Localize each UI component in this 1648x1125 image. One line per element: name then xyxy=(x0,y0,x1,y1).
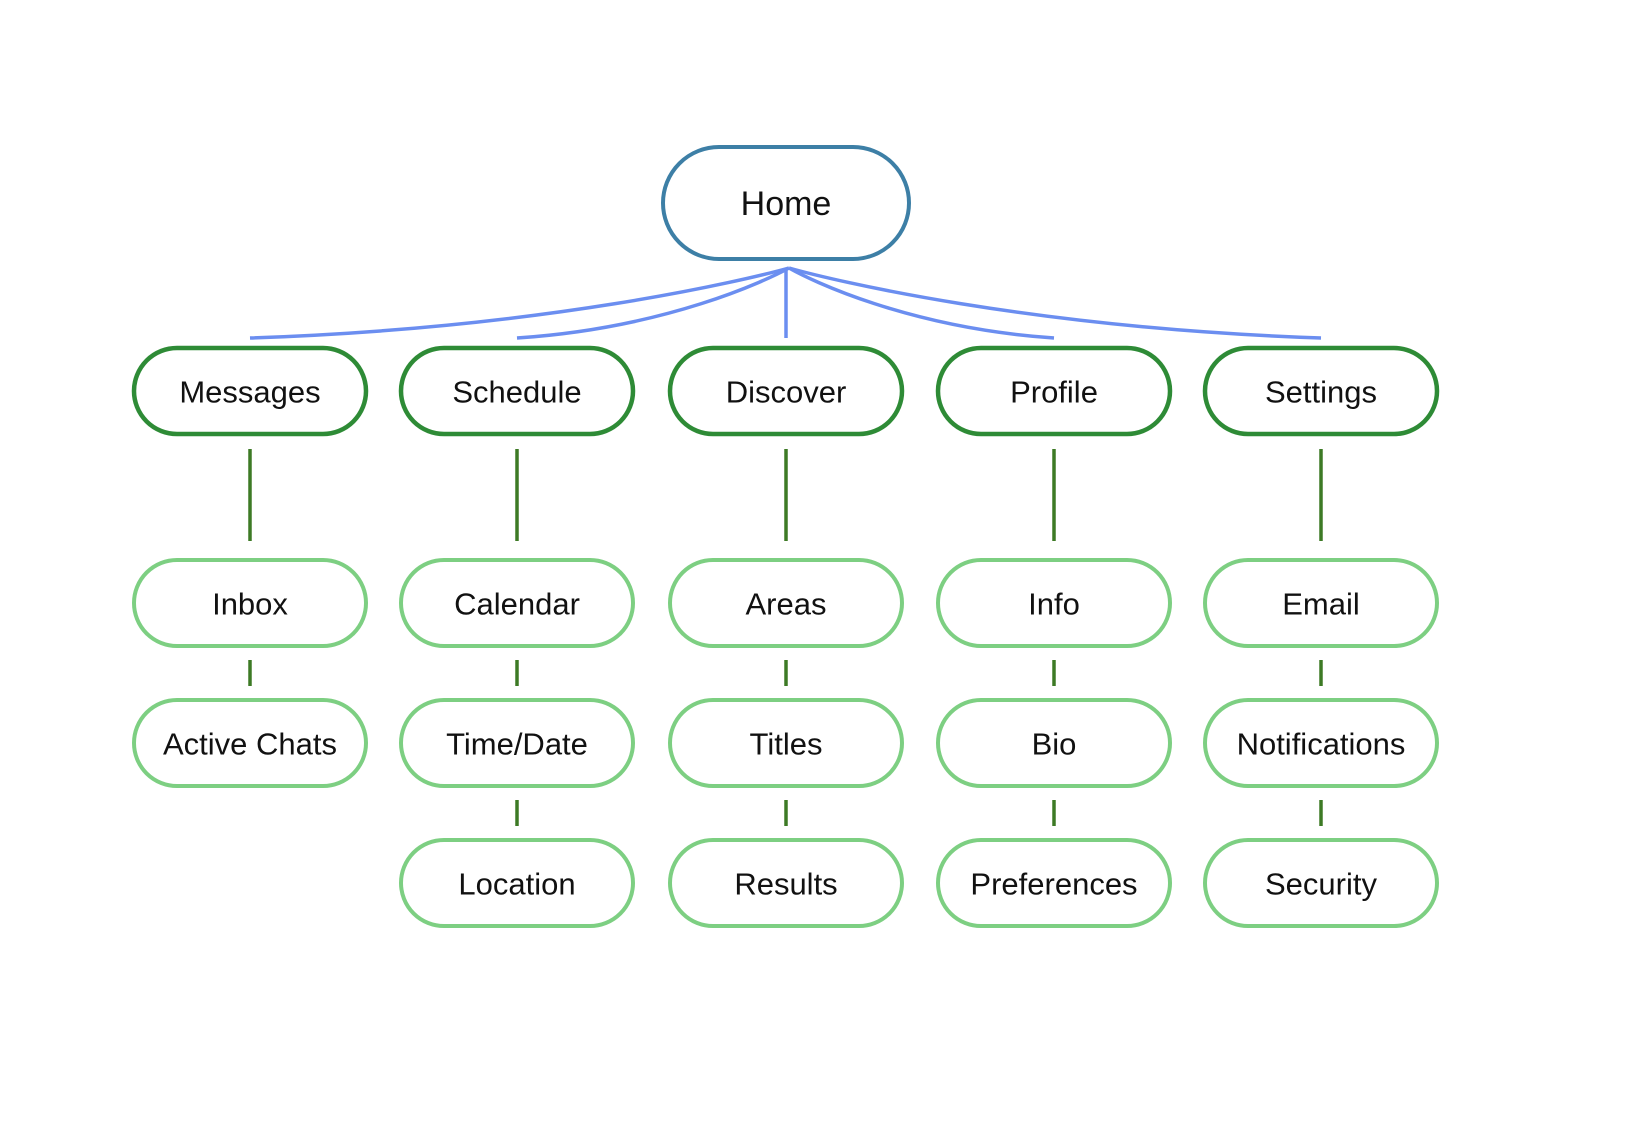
leaf-node-email-label: Email xyxy=(1282,587,1360,622)
section-node-messages: Messages xyxy=(131,345,369,437)
leaf-node-active-chats: Active Chats xyxy=(132,698,368,788)
leaf-node-bio-label: Bio xyxy=(1032,727,1077,762)
leaf-node-titles-label: Titles xyxy=(750,727,823,762)
leaf-node-notifications-label: Notifications xyxy=(1237,727,1406,762)
leaf-node-time-date-label: Time/Date xyxy=(446,727,588,762)
leaf-node-bio: Bio xyxy=(936,698,1172,788)
section-node-schedule-shape xyxy=(398,345,636,437)
section-node-settings: Settings xyxy=(1202,345,1440,437)
connector-home-to-schedule xyxy=(516,266,790,340)
leaf-node-calendar: Calendar xyxy=(399,558,635,648)
leaf-node-security-shape xyxy=(1203,838,1439,928)
leaf-node-calendar-shape xyxy=(399,558,635,648)
leaf-node-time-date-shape xyxy=(399,698,635,788)
section-node-settings-shape xyxy=(1202,345,1440,437)
leaf-node-preferences-shape xyxy=(936,838,1172,928)
leaf-node-location-label: Location xyxy=(458,867,575,902)
root-node-home-shape xyxy=(661,145,911,261)
leaf-node-info-label: Info xyxy=(1028,587,1080,622)
leaf-node-areas-label: Areas xyxy=(746,587,827,622)
connector-home-to-settings xyxy=(788,266,1322,340)
leaf-node-bio-shape xyxy=(936,698,1172,788)
leaf-node-inbox: Inbox xyxy=(132,558,368,648)
leaf-node-notifications-shape xyxy=(1203,698,1439,788)
section-node-settings-label: Settings xyxy=(1265,375,1377,410)
root-node-home-label: Home xyxy=(741,185,832,223)
leaf-node-info: Info xyxy=(936,558,1172,648)
section-node-schedule-label: Schedule xyxy=(452,375,581,410)
leaf-node-email-shape xyxy=(1203,558,1439,648)
leaf-node-security-label: Security xyxy=(1265,867,1377,902)
leaf-node-results-label: Results xyxy=(734,867,837,902)
root-node-home: Home xyxy=(661,145,911,261)
section-node-discover: Discover xyxy=(667,345,905,437)
leaf-node-info-shape xyxy=(936,558,1172,648)
leaf-node-inbox-label: Inbox xyxy=(212,587,288,622)
leaf-node-active-chats-shape xyxy=(132,698,368,788)
leaf-node-preferences-label: Preferences xyxy=(970,867,1137,902)
leaf-node-results: Results xyxy=(668,838,904,928)
section-node-discover-shape xyxy=(667,345,905,437)
leaf-node-preferences: Preferences xyxy=(936,838,1172,928)
leaf-node-security: Security xyxy=(1203,838,1439,928)
connector-home-to-profile xyxy=(788,266,1055,340)
leaf-node-titles-shape xyxy=(668,698,904,788)
leaf-node-calendar-label: Calendar xyxy=(454,587,580,622)
section-node-schedule: Schedule xyxy=(398,345,636,437)
leaf-node-location: Location xyxy=(399,838,635,928)
leaf-node-areas-shape xyxy=(668,558,904,648)
leaf-node-results-shape xyxy=(668,838,904,928)
leaf-node-areas: Areas xyxy=(668,558,904,648)
leaf-node-time-date: Time/Date xyxy=(399,698,635,788)
section-node-profile: Profile xyxy=(935,345,1173,437)
section-node-discover-label: Discover xyxy=(726,375,847,410)
section-node-profile-shape xyxy=(935,345,1173,437)
section-node-messages-shape xyxy=(131,345,369,437)
connectors-layer xyxy=(248,266,1323,826)
leaf-node-location-shape xyxy=(399,838,635,928)
section-node-profile-label: Profile xyxy=(1010,375,1098,410)
leaf-node-active-chats-label: Active Chats xyxy=(163,727,337,762)
leaf-node-titles: Titles xyxy=(668,698,904,788)
leaf-node-email: Email xyxy=(1203,558,1439,648)
section-node-messages-label: Messages xyxy=(179,375,320,410)
leaf-node-inbox-shape xyxy=(132,558,368,648)
connector-home-to-messages xyxy=(249,266,790,340)
leaf-node-notifications: Notifications xyxy=(1203,698,1439,788)
